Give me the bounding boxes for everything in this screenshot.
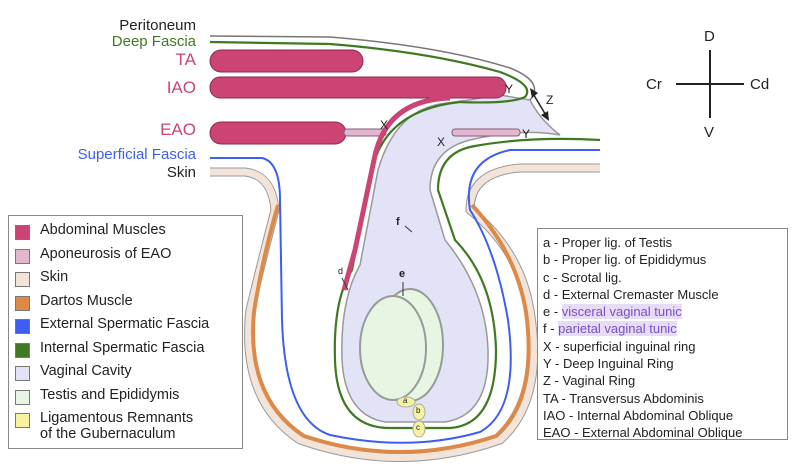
eao-aponeurosis-right xyxy=(451,128,521,137)
legend-swatch xyxy=(15,342,30,358)
key-item: IAO - Internal Abdominal Oblique xyxy=(543,407,734,423)
key-item: X - superficial inguinal ring xyxy=(543,338,696,354)
marker-x-left: X xyxy=(380,118,389,132)
marker-c: c xyxy=(416,423,420,432)
label-skin: Skin xyxy=(166,164,196,181)
legend-label: External Spermatic Fascia xyxy=(40,316,210,332)
gubernaculum-b xyxy=(412,403,426,421)
legend-item: Skin xyxy=(15,269,242,293)
legend-item: Dartos Muscle xyxy=(15,293,242,317)
legend-item: Testis and Epididymis xyxy=(15,387,242,411)
ta-muscle xyxy=(209,49,364,73)
key-item: d - External Cremaster Muscle xyxy=(543,286,719,302)
gubernaculum-c xyxy=(412,420,426,438)
key-item: EAO - External Abdominal Oblique xyxy=(543,425,743,441)
orientation-ventral: V xyxy=(704,124,715,141)
legend-swatch xyxy=(15,319,30,334)
orientation-dorsal: D xyxy=(704,28,715,45)
key-prefix: f - xyxy=(543,321,559,337)
orientation-caudal: Cd xyxy=(750,76,770,93)
legend-swatch xyxy=(15,272,30,287)
legend-label: Abdominal Muscles xyxy=(40,222,166,238)
marker-b: b xyxy=(416,406,421,415)
legend-swatch xyxy=(15,413,30,428)
marker-e: e xyxy=(399,268,406,280)
z-arrow xyxy=(531,91,548,118)
legend-label: Vaginal Cavity xyxy=(40,363,132,379)
legend-label-line2: of the Gubernaculum xyxy=(40,426,176,442)
key-prefix: e - xyxy=(543,304,562,320)
legend-item: Aponeurosis of EAO xyxy=(15,246,242,270)
legend-swatch xyxy=(15,295,30,311)
key-item: TA - Transversus Abdominis xyxy=(543,390,704,406)
legend-swatch xyxy=(15,225,30,240)
label-eao: EAO xyxy=(160,120,196,139)
f-pointer xyxy=(404,225,413,233)
key-item: c - Scrotal lig. xyxy=(543,269,622,285)
legend-label: Dartos Muscle xyxy=(40,292,133,309)
marker-z: Z xyxy=(546,93,554,107)
gubernaculum-a xyxy=(396,396,416,408)
marker-d: d xyxy=(338,266,344,276)
marker-y-upper: Y xyxy=(505,82,514,96)
key-highlight: visceral vaginal tunic xyxy=(561,304,682,320)
eao-muscle xyxy=(209,121,347,145)
legend-label: Aponeurosis of EAO xyxy=(40,245,172,262)
dartos-muscle xyxy=(251,203,531,454)
marker-x-right: X xyxy=(437,135,446,149)
label-deep-fascia: Deep Fascia xyxy=(111,33,196,50)
legend-label: Internal Spermatic Fascia xyxy=(40,339,205,356)
key-item: f - parietal vaginal tunic xyxy=(543,320,787,337)
key-item: Y - Deep Inguinal Ring xyxy=(543,356,674,372)
key-item: a - Proper lig. of Testis xyxy=(543,235,673,250)
legend-swatch xyxy=(15,389,30,405)
iao-muscle xyxy=(209,76,507,99)
key-highlight: parietal vaginal tunic xyxy=(558,321,677,337)
label-superficial-fascia: Superficial Fascia xyxy=(77,146,196,163)
label-ta: TA xyxy=(175,50,196,69)
testis xyxy=(359,295,427,401)
key-item: b - Proper lig. of Epididymus xyxy=(543,252,707,268)
key-item: Z - Vaginal Ring xyxy=(543,373,636,389)
legend-item: Vaginal Cavity xyxy=(15,363,242,387)
marker-a: a xyxy=(403,396,408,405)
cremaster-muscle xyxy=(341,95,451,291)
peritoneum-line xyxy=(209,35,536,101)
label-iao: IAO xyxy=(166,78,196,97)
legend-label: Testis and Epididymis xyxy=(40,386,180,403)
key-item: e - visceral vaginal tunic xyxy=(543,303,787,320)
deep-fascia-line xyxy=(209,40,601,430)
abbreviation-key: a - Proper lig. of Testis b - Proper lig… xyxy=(537,228,788,440)
external-spermatic-fascia xyxy=(210,149,600,444)
legend-swatch xyxy=(15,248,30,264)
legend-swatch xyxy=(15,366,30,381)
orientation-cranial: Cr xyxy=(646,76,662,93)
legend-item: External Spermatic Fascia xyxy=(15,316,242,340)
legend-item: Internal Spermatic Fascia xyxy=(15,340,242,364)
marker-y-lower: Y xyxy=(522,127,531,141)
legend-item: Abdominal Muscles xyxy=(15,222,242,246)
label-peritoneum: Peritoneum xyxy=(119,17,196,34)
color-legend: Abdominal Muscles Aponeurosis of EAO Ski… xyxy=(8,215,243,449)
legend-label-line1: Ligamentous Remnants xyxy=(40,410,194,426)
d-pointer xyxy=(341,277,349,291)
marker-f: f xyxy=(396,216,400,228)
legend-label: Skin xyxy=(40,269,69,285)
